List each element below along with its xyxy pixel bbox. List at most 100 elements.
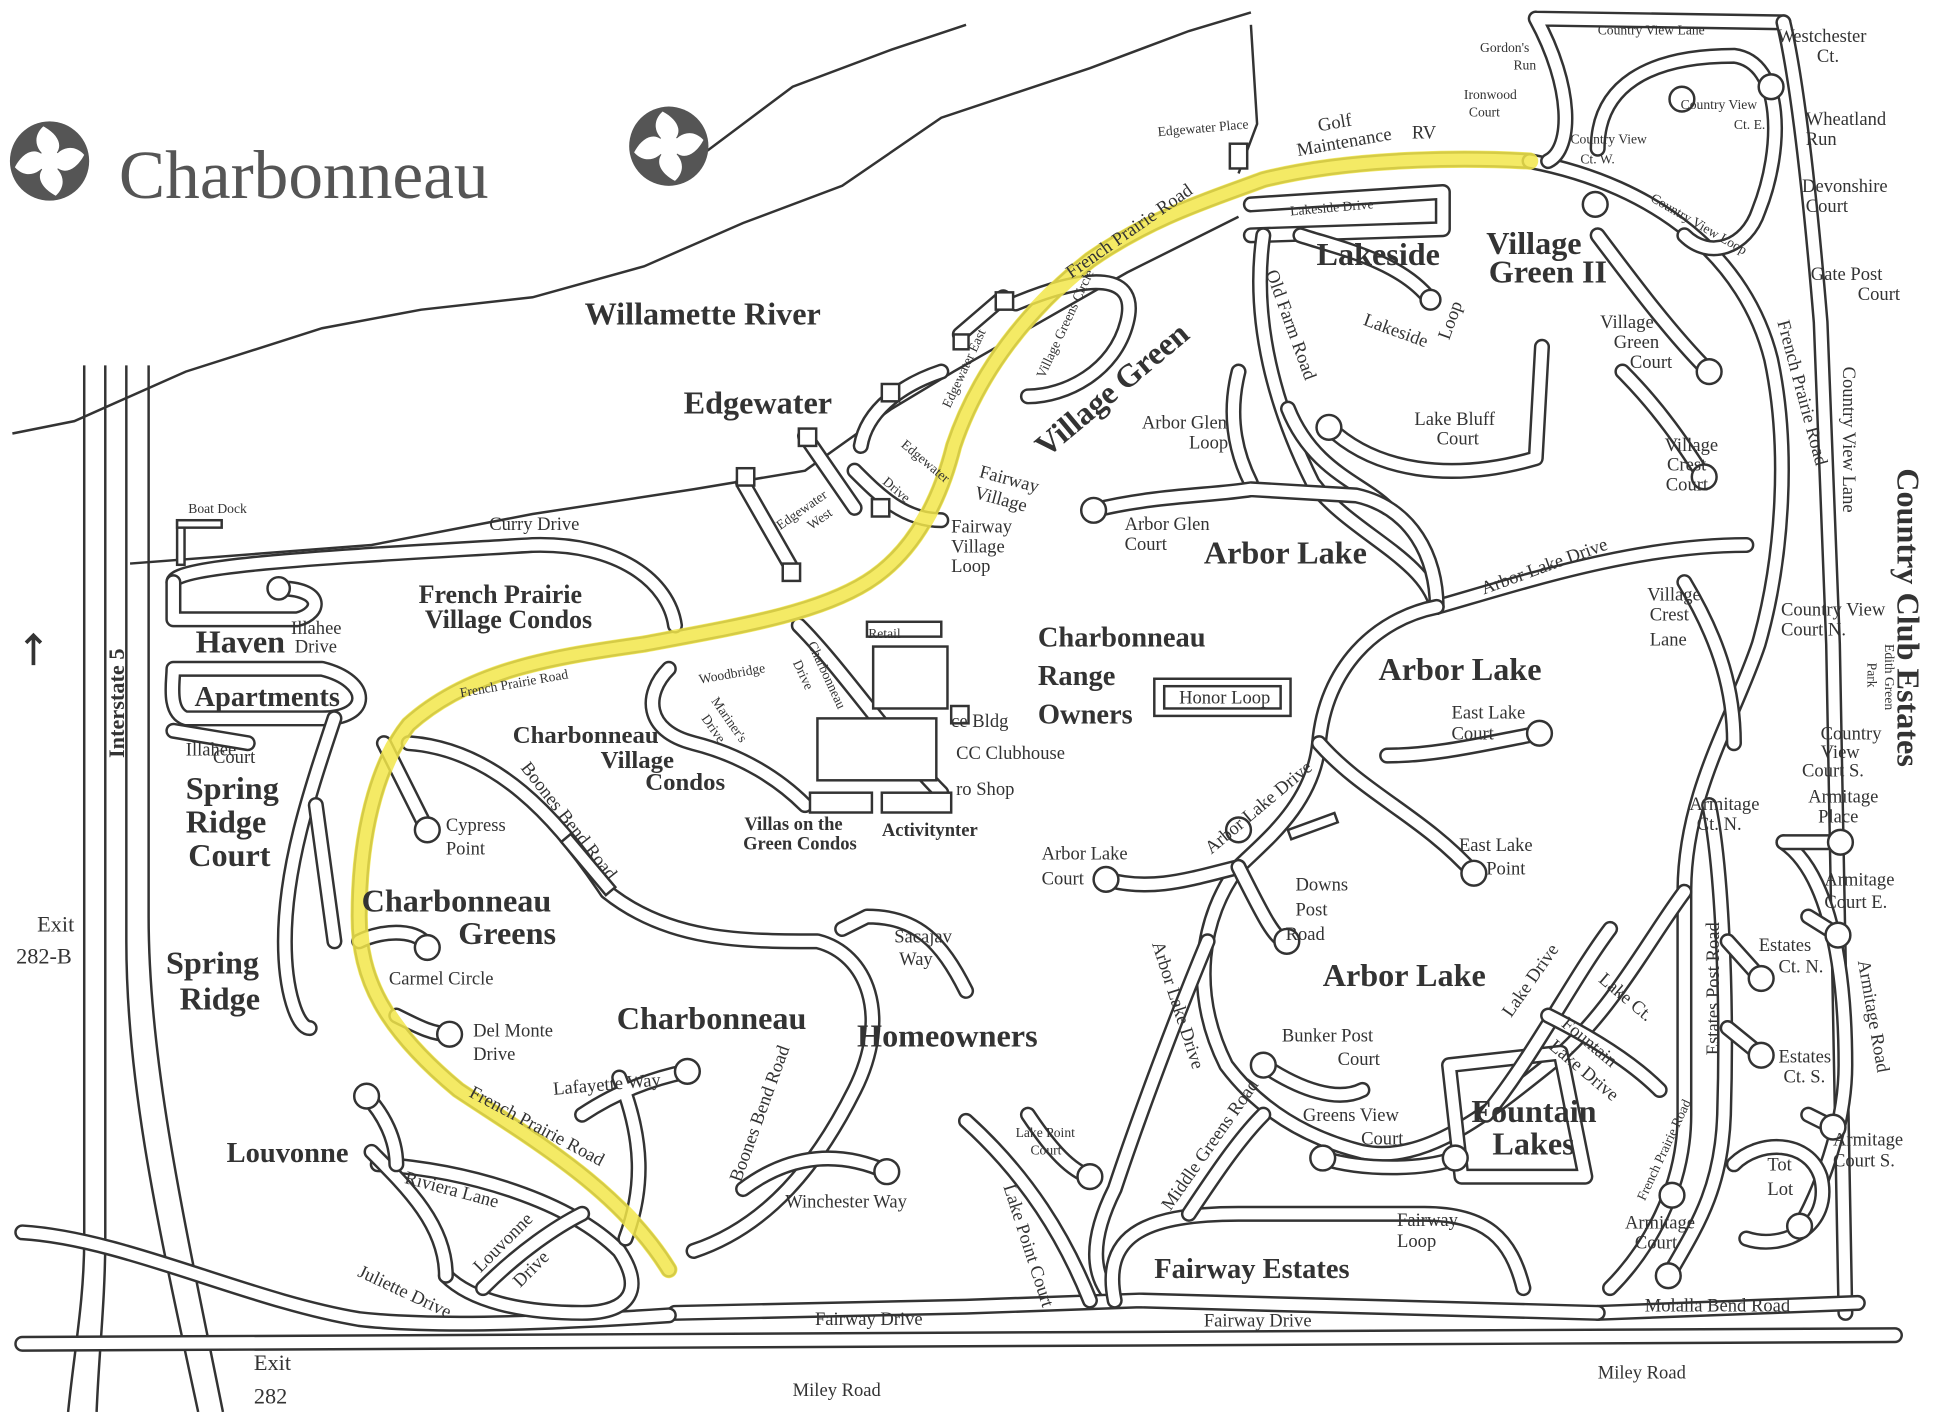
label-arbor-glen-court: Arbor Glen [1125, 514, 1210, 535]
label-village-green-court-3: Court [1630, 352, 1673, 373]
road-middle-greens-road [1180, 1106, 1272, 1222]
road-lake-point-court [957, 1112, 1098, 1309]
label-illahee-drive-2: Drive [295, 637, 337, 658]
label-edith-green-park: Edith Green [1882, 644, 1897, 710]
label-villas-on-the-green-2: Green Condos [743, 834, 857, 855]
label-gordons-run-2: Run [1513, 57, 1536, 72]
label-sacajaw-way: Sacajav [894, 927, 952, 948]
label-edith-green-park-2: Park [1865, 663, 1880, 688]
label-country-view-lane-top: Country View Lane [1598, 23, 1705, 38]
road-edgewater-west [735, 427, 863, 578]
label-cv-ct-w-2: Ct. W. [1580, 152, 1614, 167]
label-charbonneau-village-condos-3: Condos [645, 769, 725, 796]
label-del-monte-drive-2: Drive [473, 1044, 515, 1065]
label-village-green-ii-2: Green II [1489, 253, 1607, 289]
label-east-lake-point-2: Point [1486, 858, 1526, 879]
label-fairway-drive-east: Fairway Drive [1204, 1310, 1312, 1331]
cul-de-sacs [266, 73, 1855, 1290]
label-armitage-court-s: Armitage [1833, 1130, 1903, 1151]
label-arbor-lake-south: Arbor Lake [1323, 957, 1486, 993]
charbonneau-logo-icon [9, 121, 90, 201]
label-country-club-estates: Country Club Estates [1890, 468, 1926, 767]
label-villas-on-the-green: Villas on the [744, 814, 842, 835]
road-tot-lot-loop [1725, 1139, 1831, 1250]
label-armitage-road: Armitage Road [1853, 958, 1894, 1075]
label-exit-282b-2: 282-B [16, 944, 72, 969]
road-spring-ridge [276, 710, 343, 1037]
road-haven-loop [165, 574, 323, 628]
label-cv-court-n-2: Court N. [1781, 619, 1846, 640]
label-westchester: Westchester [1777, 26, 1867, 47]
road-arbor-lake-drive-ne [1428, 536, 1755, 615]
label-interstate-5: Interstate 5 [104, 649, 129, 759]
label-charbonneau-greens: Charbonneau [362, 883, 552, 919]
label-willamette-river: Willamette River [585, 296, 821, 332]
label-range-owners: Charbonneau [1038, 623, 1206, 654]
label-tot-lot: Tot [1767, 1154, 1792, 1175]
road-estates-post-road [1660, 797, 1734, 1284]
label-village-green-ii: Village [1486, 225, 1581, 261]
river-bank [12, 11, 1252, 435]
label-range-owners-2: Range [1038, 661, 1116, 692]
label-armitage-court: Armitage [1625, 1213, 1695, 1234]
label-honor-loop: Honor Loop [1179, 688, 1270, 709]
road-curry-drive [165, 536, 684, 634]
label-lake-bluff: Lake Bluff [1414, 409, 1495, 430]
label-fairway-village-loop-3: Loop [951, 556, 990, 577]
label-fountain-lakes: Fountain [1471, 1093, 1596, 1129]
shoreline [129, 215, 1240, 565]
label-westchester-2: Ct. [1817, 46, 1839, 67]
label-gate-post-2: Court [1858, 284, 1901, 305]
label-cypress-point: Cypress [446, 815, 506, 836]
buildings [175, 142, 1340, 897]
label-fountain-lakes-2: Lakes [1492, 1125, 1574, 1161]
label-arbor-lake-north: Arbor Lake [1204, 535, 1367, 571]
label-east-lake-point: East Lake [1459, 835, 1533, 856]
label-fairway-loop: Fairway [1397, 1210, 1459, 1231]
label-devonshire: Devonshire [1802, 176, 1888, 197]
label-activity-center: Activitynter [882, 820, 978, 841]
label-village-crest-court: Village [1665, 435, 1719, 456]
label-molalla-bend-road: Molalla Bend Road [1645, 1296, 1791, 1317]
label-edgewater: Edgewater [684, 385, 832, 421]
label-cv-court-s-3: Court S. [1802, 761, 1864, 782]
label-cv-ct-w: Country View [1570, 132, 1647, 147]
road-louvonne-loop [369, 1156, 640, 1321]
road-village-crest-lane [1676, 574, 1742, 752]
label-lakeside: Lakeside [1317, 236, 1440, 272]
label-village-crest-lane: Village [1647, 585, 1701, 606]
label-carmel-circle: Carmel Circle [389, 969, 494, 990]
label-east-lake-court: East Lake [1452, 702, 1526, 723]
road-spring-ridge-court-lane [307, 797, 343, 950]
label-charbonneau-village-condos-2: Village [601, 747, 674, 774]
road-arbor-lake-drive-inner [1310, 725, 1548, 882]
label-miley-road-west: Miley Road [793, 1380, 882, 1401]
label-ironwood-court-2: Court [1469, 104, 1500, 119]
road-sacajaw-way [834, 908, 975, 999]
label-fairway-village-loop-2: Village [951, 536, 1005, 557]
label-range-owners-3: Owners [1038, 699, 1133, 730]
river-bank-north [692, 23, 967, 163]
label-armitage-court-s-2: Court S. [1833, 1151, 1895, 1172]
label-downs-post-road-3: Road [1286, 924, 1326, 945]
label-boat-dock: Boat Dock [188, 501, 247, 516]
label-spring-ridge-2: Ridge [180, 980, 260, 1016]
label-village-crest-court-3: Court [1666, 474, 1709, 495]
label-retail: Retail [868, 626, 901, 641]
road-lakeside-loop [1292, 227, 1439, 308]
label-ice-bldg: ce Bldg [951, 711, 1008, 732]
label-cv-court-s: Country [1821, 723, 1883, 744]
road-arbor-glen-court [1085, 481, 1445, 615]
road-lake-bluff-court [1320, 338, 1551, 479]
label-downs-post-road-2: Post [1295, 899, 1328, 920]
label-armitage-ct-n-2: Ct. N. [1697, 814, 1742, 835]
label-sacajaw-way-2: Way [899, 949, 933, 970]
label-downs-post-road: Downs [1295, 875, 1348, 896]
charbonneau-logo-icon [629, 106, 709, 186]
road-country-view-lane-east [1775, 14, 1854, 1321]
label-greens-view-court: Greens View [1303, 1105, 1400, 1126]
label-pro-shop: ro Shop [956, 779, 1014, 800]
label-apartments: Apartments [194, 682, 339, 713]
label-greens-view-court-2: Court [1361, 1128, 1404, 1149]
